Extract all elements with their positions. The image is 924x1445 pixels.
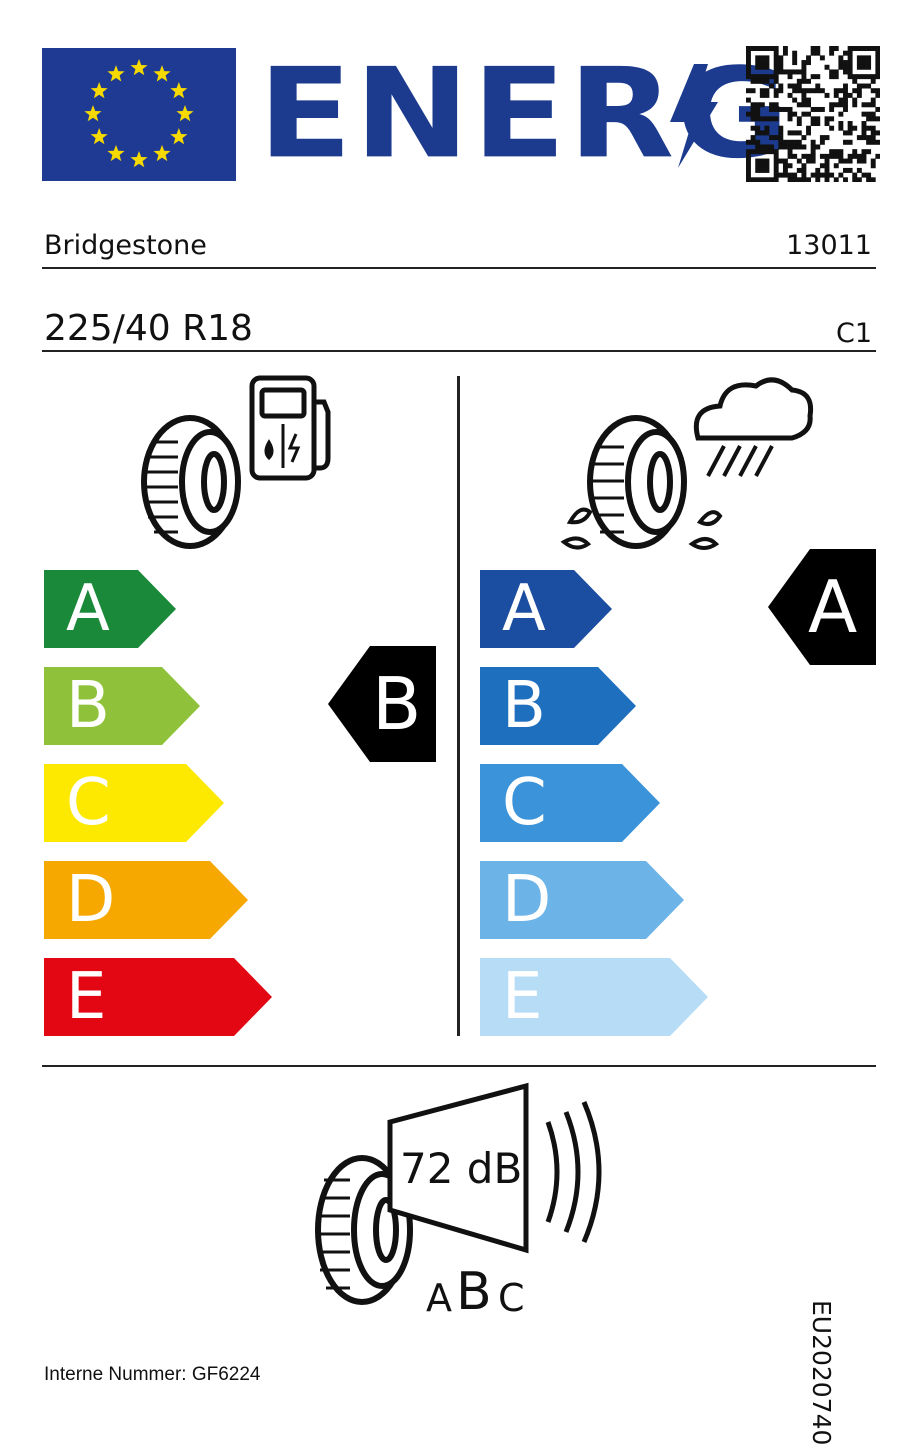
noise-class-b: B bbox=[456, 1262, 492, 1322]
eu-star-icon bbox=[170, 82, 188, 99]
eu-star-icon bbox=[130, 151, 148, 168]
eu-star-icon bbox=[90, 128, 108, 145]
wet-grip-class-a-arrow: A bbox=[480, 570, 612, 648]
eu-star-icon bbox=[90, 82, 108, 99]
wet-grip-class-e: E bbox=[502, 960, 543, 1034]
fuel-efficiency-class-e-arrow: E bbox=[44, 958, 272, 1036]
tyre-fuel-pump-icon bbox=[138, 372, 338, 550]
eu-star-icon bbox=[107, 65, 125, 82]
tyre-size: 225/40 R18 bbox=[44, 308, 253, 349]
wet-grip-class-c-arrow: C bbox=[480, 764, 660, 842]
eu-star-icon bbox=[130, 59, 148, 76]
lightning-icon bbox=[664, 64, 722, 168]
fuel-efficiency-class-a-arrow: A bbox=[44, 570, 176, 648]
wet-grip-class-a: A bbox=[502, 572, 546, 646]
noise-class-scale: A B C bbox=[426, 1262, 536, 1322]
internal-number: Interne Nummer: GF6224 bbox=[44, 1364, 261, 1385]
supplier-name: Bridgestone bbox=[44, 230, 207, 261]
regulation-number: EU2020740 bbox=[807, 1300, 836, 1445]
wet-grip-rating-badge: A bbox=[768, 549, 876, 665]
tyre-rain-cloud-icon bbox=[552, 372, 814, 552]
eu-star-icon bbox=[176, 105, 194, 122]
eu-star-icon bbox=[84, 105, 102, 122]
wet-grip-class-d-arrow: D bbox=[480, 861, 684, 939]
wet-grip-class-c: C bbox=[502, 766, 547, 840]
tyre-speaker-icon: 72 dB bbox=[310, 1080, 620, 1310]
eu-star-icon bbox=[107, 144, 125, 162]
wet-grip-class-e-arrow: E bbox=[480, 958, 708, 1036]
fuel-efficiency-class-d: D bbox=[66, 863, 116, 937]
eu-star-icon bbox=[170, 128, 188, 145]
type-identifier: 13011 bbox=[786, 230, 872, 261]
fuel-efficiency-class-b-arrow: B bbox=[44, 667, 200, 745]
wet-grip-class-d: D bbox=[502, 863, 552, 937]
eu-flag-icon bbox=[42, 48, 236, 181]
wet-grip-rating: A bbox=[808, 565, 858, 649]
noise-class-a: A bbox=[426, 1276, 452, 1320]
qr-code-icon bbox=[746, 46, 881, 183]
noise-value: 72 dB bbox=[400, 1144, 523, 1193]
fuel-efficiency-class-c-arrow: C bbox=[44, 764, 224, 842]
divider-tyre bbox=[42, 350, 876, 352]
divider-noise bbox=[42, 1065, 876, 1067]
eu-star-icon bbox=[153, 65, 171, 82]
fuel-efficiency-class-b: B bbox=[66, 669, 110, 743]
tyre-class: C1 bbox=[835, 318, 872, 349]
divider-supplier bbox=[42, 267, 876, 269]
wet-grip-class-b: B bbox=[502, 669, 546, 743]
eu-star-icon bbox=[153, 144, 171, 162]
fuel-efficiency-rating: B bbox=[372, 662, 422, 746]
wet-grip-class-b-arrow: B bbox=[480, 667, 636, 745]
fuel-efficiency-class-c: C bbox=[66, 766, 111, 840]
fuel-efficiency-class-a: A bbox=[66, 572, 110, 646]
scale-center-divider bbox=[457, 376, 460, 1036]
fuel-efficiency-rating-badge: B bbox=[328, 646, 436, 762]
fuel-efficiency-class-e: E bbox=[66, 960, 107, 1034]
fuel-efficiency-class-d-arrow: D bbox=[44, 861, 248, 939]
noise-class-c: C bbox=[498, 1276, 525, 1320]
